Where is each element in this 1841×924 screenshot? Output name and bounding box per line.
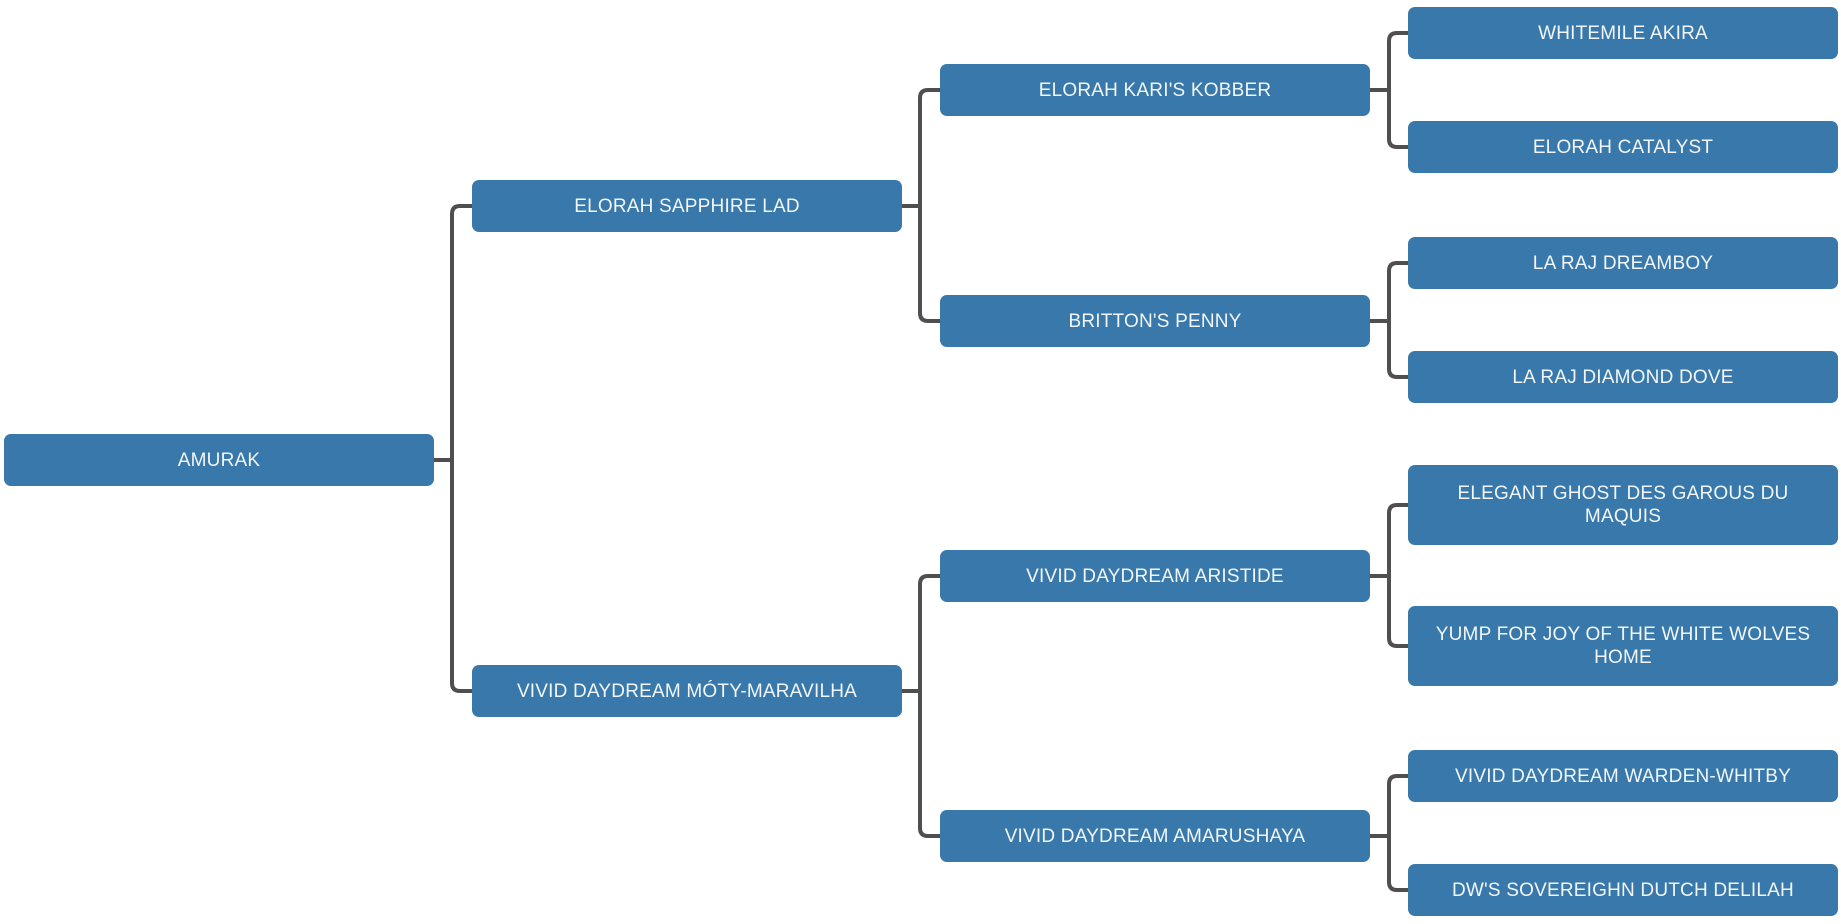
connector-bracket-elorah-karis-kobber: [1387, 31, 1416, 149]
tree-node-label: DW'S SOVEREIGHN DUTCH DELILAH: [1452, 879, 1794, 901]
tree-node-vivid-daydream-moty-maravilha[interactable]: VIVID DAYDREAM MÓTY-MARAVILHA: [472, 665, 902, 717]
tree-node-la-raj-dreamboy[interactable]: LA RAJ DREAMBOY: [1408, 237, 1838, 289]
tree-node-whitemile-akira[interactable]: WHITEMILE AKIRA: [1408, 7, 1838, 59]
tree-node-elegant-ghost-des-garous-du-maquis[interactable]: ELEGANT GHOST DES GAROUS DU MAQUIS: [1408, 465, 1838, 545]
tree-node-amurak[interactable]: AMURAK: [4, 434, 434, 486]
tree-node-vivid-daydream-amarushaya[interactable]: VIVID DAYDREAM AMARUSHAYA: [940, 810, 1370, 862]
connector-bracket-vivid-daydream-amarushaya: [1387, 774, 1416, 892]
tree-node-label: ELEGANT GHOST DES GAROUS DU MAQUIS: [1457, 483, 1789, 527]
connector-bracket-elorah-sapphire-lad: [918, 88, 948, 323]
connector-bracket-vivid-daydream-moty-maravilha: [918, 574, 948, 838]
tree-node-label: VIVID DAYDREAM ARISTIDE: [1026, 565, 1284, 587]
tree-node-la-raj-diamond-dove[interactable]: LA RAJ DIAMOND DOVE: [1408, 351, 1838, 403]
tree-node-label: ELORAH CATALYST: [1532, 136, 1714, 158]
tree-node-label: BRITTON'S PENNY: [1068, 310, 1242, 332]
tree-node-brittons-penny[interactable]: BRITTON'S PENNY: [940, 295, 1370, 347]
tree-node-label: YUMP FOR JOY OF THE WHITE WOLVES HOME: [1435, 624, 1811, 668]
tree-node-yump-for-joy-of-the-white-wolves-home[interactable]: YUMP FOR JOY OF THE WHITE WOLVES HOME: [1408, 606, 1838, 686]
connector-bracket-vivid-daydream-aristide: [1387, 503, 1416, 648]
tree-node-label: LA RAJ DIAMOND DOVE: [1512, 366, 1734, 388]
tree-node-elorah-karis-kobber[interactable]: ELORAH KARI'S KOBBER: [940, 64, 1370, 116]
tree-node-label: AMURAK: [177, 449, 261, 471]
tree-node-label: VIVID DAYDREAM WARDEN-WHITBY: [1454, 765, 1791, 787]
tree-node-label: LA RAJ DREAMBOY: [1532, 252, 1714, 274]
tree-node-dws-sovereighn-dutch-delilah[interactable]: DW'S SOVEREIGHN DUTCH DELILAH: [1408, 864, 1838, 916]
tree-node-elorah-catalyst[interactable]: ELORAH CATALYST: [1408, 121, 1838, 173]
connector-bracket-brittons-penny: [1387, 261, 1416, 379]
tree-node-label: WHITEMILE AKIRA: [1538, 22, 1708, 44]
tree-node-label: ELORAH KARI'S KOBBER: [1038, 79, 1272, 101]
tree-node-label: VIVID DAYDREAM MÓTY-MARAVILHA: [516, 680, 858, 702]
tree-node-vivid-daydream-aristide[interactable]: VIVID DAYDREAM ARISTIDE: [940, 550, 1370, 602]
tree-node-label: ELORAH SAPPHIRE LAD: [574, 195, 800, 217]
tree-node-label: VIVID DAYDREAM AMARUSHAYA: [1004, 825, 1306, 847]
connector-bracket-amurak: [450, 204, 480, 693]
tree-node-vivid-daydream-warden-whitby[interactable]: VIVID DAYDREAM WARDEN-WHITBY: [1408, 750, 1838, 802]
tree-node-elorah-sapphire-lad[interactable]: ELORAH SAPPHIRE LAD: [472, 180, 902, 232]
